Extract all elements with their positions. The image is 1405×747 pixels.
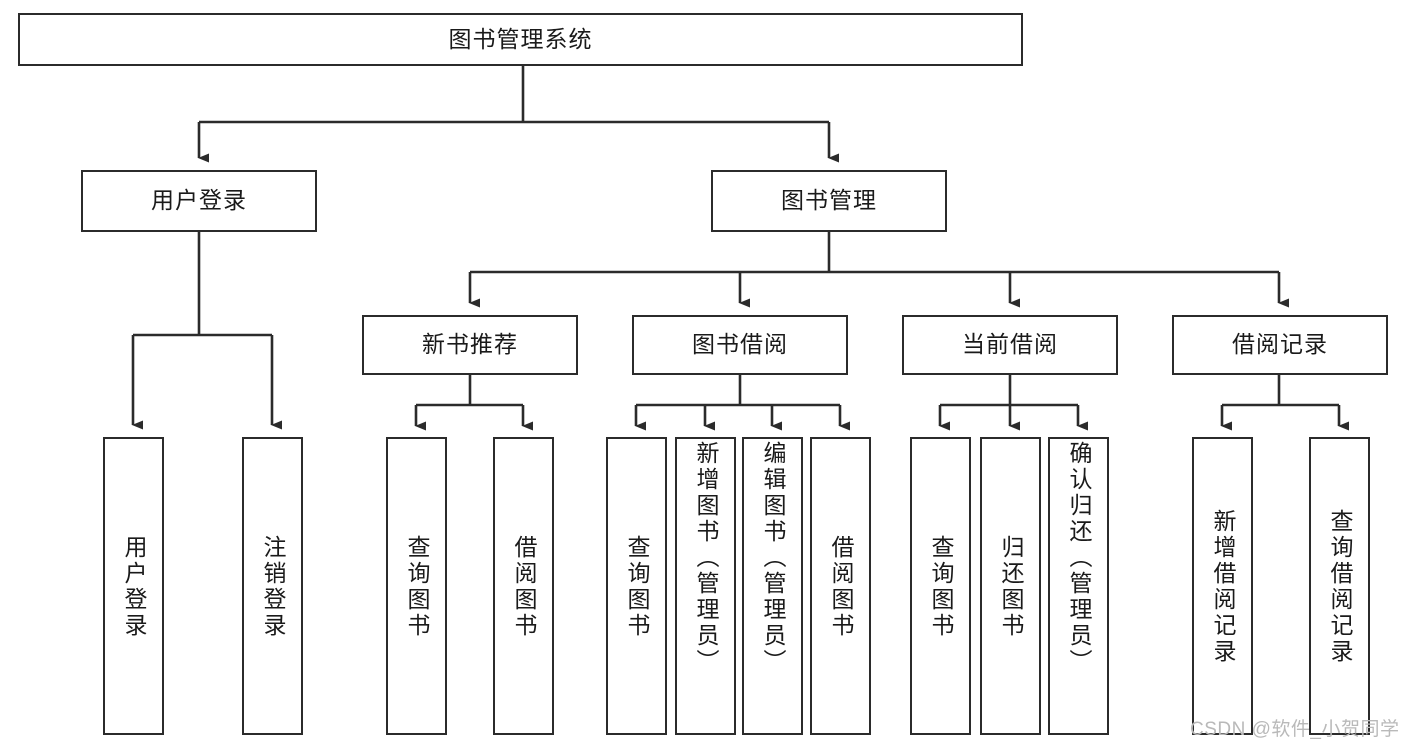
edge-group-new-book-recommend: [414, 375, 533, 431]
node-leaf-borrow-book[interactable]: 借阅图书: [810, 437, 871, 735]
node-label: 编辑图书（管理员）: [760, 441, 786, 675]
edge-group-borrow-record: [1220, 375, 1349, 431]
node-root-system[interactable]: 图书管理系统: [18, 13, 1023, 66]
node-book-borrow[interactable]: 图书借阅: [632, 315, 848, 375]
node-label: 用户登录: [121, 535, 147, 639]
node-leaf-borrow-book-recommend[interactable]: 借阅图书: [493, 437, 554, 735]
edge-group-current-borrow: [938, 375, 1088, 431]
node-current-borrow[interactable]: 当前借阅: [902, 315, 1118, 375]
node-label: 新增借阅记录: [1210, 509, 1236, 665]
node-leaf-user-login[interactable]: 用户登录: [103, 437, 164, 735]
node-leaf-query-borrow-record[interactable]: 查询借阅记录: [1309, 437, 1370, 735]
node-user-login[interactable]: 用户登录: [81, 170, 317, 232]
node-label: 图书管理: [781, 187, 877, 214]
node-label: 查询图书: [624, 535, 650, 639]
node-leaf-logout[interactable]: 注销登录: [242, 437, 303, 735]
node-label: 查询图书: [928, 535, 954, 639]
node-new-book-recommend[interactable]: 新书推荐: [362, 315, 578, 375]
edge-group-book-management: [468, 232, 1289, 308]
edge-group-root: [197, 66, 839, 163]
node-leaf-return-book[interactable]: 归还图书: [980, 437, 1041, 735]
node-label: 归还图书: [998, 535, 1024, 639]
node-label: 当前借阅: [962, 331, 1058, 358]
node-leaf-query-book-recommend[interactable]: 查询图书: [386, 437, 447, 735]
node-label: 查询借阅记录: [1327, 509, 1353, 665]
node-label: 查询图书: [404, 535, 430, 639]
node-book-management[interactable]: 图书管理: [711, 170, 947, 232]
edge-group-book-borrow: [634, 375, 850, 431]
node-label: 借阅记录: [1232, 331, 1328, 358]
node-label: 借阅图书: [511, 535, 537, 639]
node-leaf-confirm-return[interactable]: 确认归还（管理员）: [1048, 437, 1109, 735]
node-label: 图书管理系统: [448, 25, 593, 52]
node-leaf-edit-book[interactable]: 编辑图书（管理员）: [742, 437, 803, 735]
node-label: 用户登录: [151, 187, 247, 214]
node-borrow-record[interactable]: 借阅记录: [1172, 315, 1388, 375]
node-label: 确认归还（管理员）: [1066, 441, 1092, 675]
node-leaf-query-book-borrow[interactable]: 查询图书: [606, 437, 667, 735]
node-label: 图书借阅: [692, 331, 788, 358]
node-leaf-query-book-current[interactable]: 查询图书: [910, 437, 971, 735]
node-leaf-add-borrow-record[interactable]: 新增借阅记录: [1192, 437, 1253, 735]
node-leaf-add-book[interactable]: 新增图书（管理员）: [675, 437, 736, 735]
node-label: 注销登录: [260, 535, 286, 639]
node-label: 借阅图书: [828, 535, 854, 639]
node-label: 新书推荐: [422, 331, 518, 358]
edge-group-user-login: [131, 232, 282, 430]
node-label: 新增图书（管理员）: [693, 441, 719, 675]
